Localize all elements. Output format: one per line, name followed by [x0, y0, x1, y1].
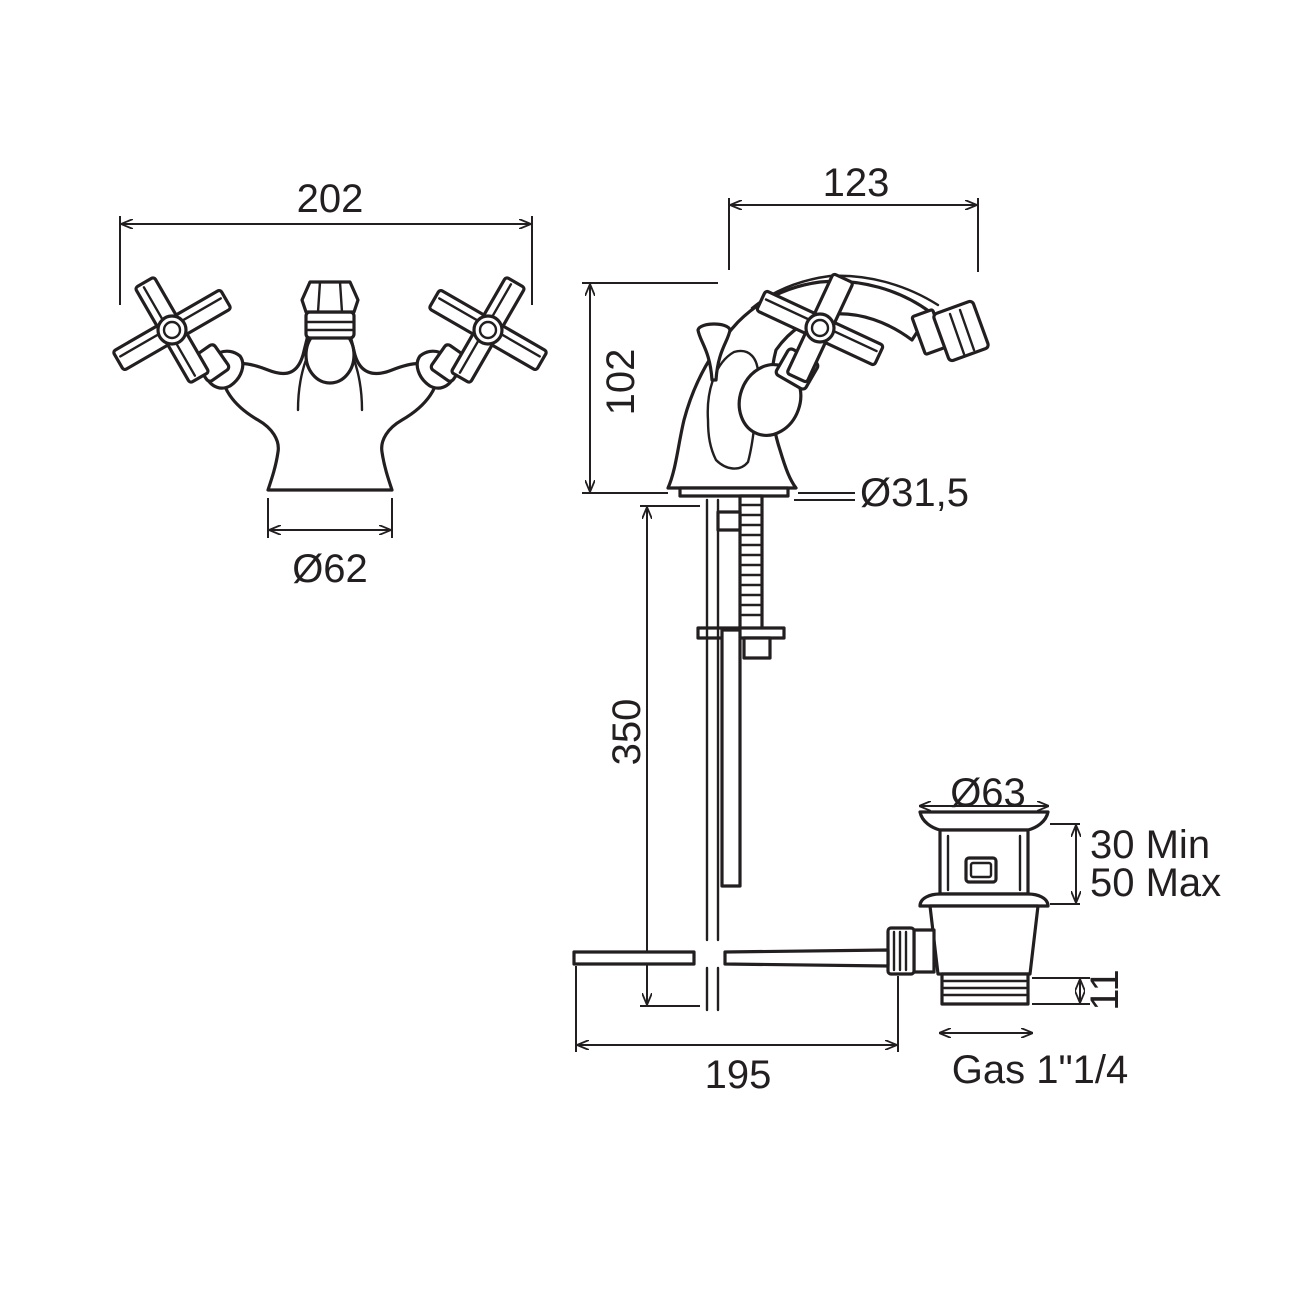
dim-11-label: 11	[1083, 969, 1127, 1011]
dim-63-label: Ø63	[950, 771, 1026, 815]
dim-waste-diameter: Ø63	[920, 771, 1048, 815]
left-cross-handle	[112, 276, 245, 390]
dim-31-5-label: Ø31,5	[860, 471, 969, 515]
dim-123-label: 123	[823, 161, 890, 205]
dim-height: 102	[582, 282, 718, 494]
lift-rod	[705, 498, 742, 1012]
dim-thread-size: Gas 1"1/4	[940, 1033, 1128, 1092]
dim-rod-length: 350	[605, 505, 700, 1007]
spout-nozzle	[910, 299, 990, 363]
dim-30-min-label: 30 Min	[1090, 823, 1210, 867]
dim-195-label: 195	[705, 1053, 772, 1097]
dim-202-label: 202	[297, 177, 364, 221]
right-cross-handle	[415, 276, 548, 390]
dim-shank-diameter: Ø31,5	[794, 471, 969, 515]
dim-spout-reach: 123	[728, 161, 979, 272]
pop-up-waste	[886, 810, 1050, 1006]
dim-thread-height: 11	[1032, 969, 1127, 1011]
dim-102-label: 102	[599, 349, 643, 416]
dim-62-label: Ø62	[292, 547, 368, 591]
front-spout	[300, 280, 360, 385]
dim-lever-length: 195	[575, 966, 899, 1097]
dim-50-max-label: 50 Max	[1090, 861, 1221, 905]
dim-350-label: 350	[605, 699, 649, 766]
dim-base-diameter: Ø62	[267, 498, 393, 591]
side-view	[666, 272, 990, 1012]
dim-overall-width: 202	[119, 177, 533, 305]
lift-rod-knob	[696, 322, 732, 382]
dim-gas-thread-label: Gas 1"1/4	[952, 1048, 1129, 1092]
front-view	[112, 276, 548, 492]
dim-basin-thickness: 30 Min 50 Max	[1050, 823, 1221, 905]
pop-up-lever	[572, 948, 890, 968]
